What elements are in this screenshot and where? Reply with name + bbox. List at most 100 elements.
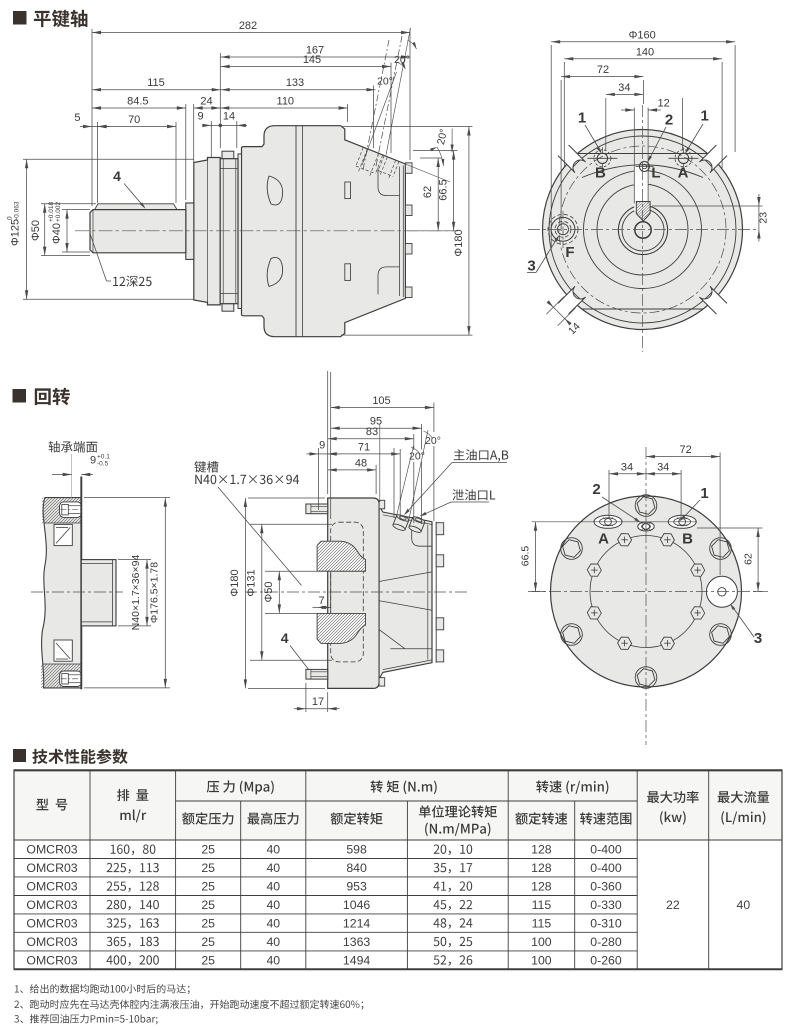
- svg-text:OMCR03: OMCR03: [26, 954, 77, 968]
- svg-text:1: 1: [578, 110, 586, 127]
- svg-text:100: 100: [531, 935, 552, 949]
- svg-text:0: 0: [7, 216, 14, 220]
- svg-text:F: F: [565, 244, 574, 261]
- svg-text:9: 9: [197, 111, 203, 123]
- svg-text:OMCR03: OMCR03: [26, 935, 77, 949]
- svg-text:40: 40: [266, 843, 280, 857]
- svg-text:Φ180: Φ180: [229, 569, 241, 596]
- svg-text:115: 115: [147, 77, 165, 89]
- svg-text:+0.002: +0.002: [55, 202, 62, 222]
- svg-text:+0.018: +0.018: [48, 202, 55, 222]
- svg-text:14: 14: [223, 111, 235, 123]
- svg-text:17: 17: [312, 696, 324, 708]
- svg-text:OMCR03: OMCR03: [26, 861, 77, 875]
- svg-text:66.5: 66.5: [438, 179, 450, 200]
- svg-text:167: 167: [306, 45, 324, 57]
- svg-text:22: 22: [666, 898, 680, 912]
- svg-text:L: L: [651, 165, 660, 182]
- svg-text:20°: 20°: [435, 128, 450, 146]
- svg-text:Φ50: Φ50: [30, 220, 42, 241]
- svg-text:25: 25: [201, 880, 215, 894]
- svg-text:110: 110: [277, 96, 295, 108]
- svg-text:128: 128: [531, 880, 552, 894]
- svg-text:25: 25: [201, 954, 215, 968]
- svg-text:3: 3: [754, 630, 762, 647]
- svg-text:B: B: [595, 165, 606, 182]
- svg-text:40: 40: [266, 861, 280, 875]
- svg-text:N40×1.7×36×94: N40×1.7×36×94: [130, 555, 142, 631]
- svg-text:140: 140: [636, 46, 654, 58]
- svg-text:23: 23: [758, 212, 770, 224]
- svg-text:OMCR03: OMCR03: [26, 917, 77, 931]
- svg-text:598: 598: [346, 843, 367, 857]
- svg-text:B: B: [682, 531, 693, 548]
- svg-text:1: 1: [700, 485, 708, 502]
- svg-text:Φ131: Φ131: [246, 569, 258, 596]
- svg-text:953: 953: [346, 880, 367, 894]
- svg-text:83: 83: [366, 426, 378, 438]
- svg-text:3: 3: [527, 258, 535, 275]
- svg-text:282: 282: [239, 20, 257, 32]
- svg-text:0-400: 0-400: [590, 861, 622, 875]
- svg-text:62: 62: [743, 553, 755, 565]
- svg-text:133: 133: [286, 77, 304, 89]
- svg-text:20°: 20°: [394, 54, 410, 66]
- svg-text:-0.063: -0.063: [14, 201, 21, 220]
- svg-text:20°: 20°: [425, 435, 441, 447]
- svg-text:34: 34: [657, 461, 669, 473]
- svg-text:0-360: 0-360: [590, 880, 622, 894]
- svg-text:40: 40: [266, 917, 280, 931]
- svg-text:40: 40: [737, 898, 751, 912]
- svg-text:25: 25: [201, 843, 215, 857]
- svg-text:34: 34: [621, 461, 633, 473]
- svg-text:0-330: 0-330: [590, 898, 622, 912]
- svg-text:1363: 1363: [343, 935, 371, 949]
- svg-text:A: A: [598, 531, 609, 548]
- svg-text:48: 48: [355, 457, 367, 469]
- svg-text:1046: 1046: [343, 898, 371, 912]
- svg-text:840: 840: [346, 861, 367, 875]
- svg-text:Φ40: Φ40: [51, 223, 63, 244]
- svg-text:24: 24: [200, 96, 212, 108]
- svg-text:40: 40: [266, 935, 280, 949]
- svg-text:+0.1: +0.1: [97, 454, 110, 461]
- svg-text:Φ125: Φ125: [10, 219, 22, 246]
- svg-text:70: 70: [128, 114, 140, 126]
- svg-text:84.5: 84.5: [127, 96, 148, 108]
- svg-text:25: 25: [201, 898, 215, 912]
- svg-text:145: 145: [303, 54, 321, 66]
- svg-text:20°: 20°: [377, 76, 393, 88]
- svg-text:9: 9: [319, 440, 325, 452]
- svg-text:A: A: [678, 165, 689, 182]
- svg-text:34: 34: [618, 82, 630, 94]
- svg-text:128: 128: [531, 843, 552, 857]
- svg-text:128: 128: [531, 861, 552, 875]
- svg-text:OMCR03: OMCR03: [26, 843, 77, 857]
- svg-text:25: 25: [201, 935, 215, 949]
- svg-text:72: 72: [597, 64, 609, 76]
- svg-text:Φ160: Φ160: [629, 29, 656, 41]
- svg-text:62: 62: [422, 186, 434, 198]
- svg-text:25: 25: [201, 861, 215, 875]
- svg-text:Φ180: Φ180: [453, 229, 465, 256]
- svg-text:0-280: 0-280: [590, 935, 622, 949]
- svg-text:0-310: 0-310: [590, 917, 622, 931]
- svg-text:OMCR03: OMCR03: [26, 880, 77, 894]
- svg-text:71: 71: [358, 441, 370, 453]
- svg-text:40: 40: [266, 954, 280, 968]
- svg-text:66.5: 66.5: [520, 546, 532, 567]
- svg-text:5: 5: [74, 112, 80, 124]
- svg-text:0-400: 0-400: [590, 843, 622, 857]
- svg-text:1494: 1494: [343, 954, 371, 968]
- svg-text:12: 12: [658, 98, 670, 110]
- svg-text:-0.5: -0.5: [97, 461, 109, 468]
- svg-text:1: 1: [701, 108, 709, 125]
- svg-text:95: 95: [370, 416, 382, 428]
- svg-text:115: 115: [532, 898, 552, 912]
- svg-text:1214: 1214: [343, 917, 371, 931]
- svg-text:Φ50: Φ50: [263, 581, 275, 602]
- svg-text:20°: 20°: [409, 451, 425, 463]
- svg-text:9: 9: [90, 455, 96, 467]
- svg-text:115: 115: [532, 917, 552, 931]
- svg-text:72: 72: [679, 444, 691, 456]
